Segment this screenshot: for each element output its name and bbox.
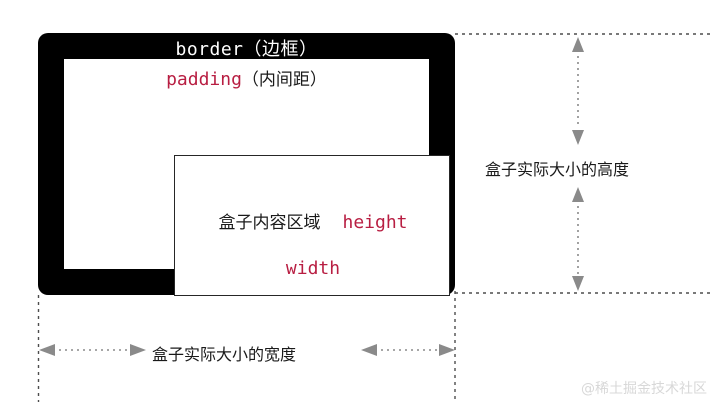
padding-region: padding（内间距） 盒子内容区域 height width xyxy=(64,59,450,296)
border-region-label: border（边框） xyxy=(175,39,318,60)
content-height-keyword: height xyxy=(342,212,408,233)
border-region: border（边框） padding（内间距） 盒子内容区域 height wid… xyxy=(38,33,455,296)
padding-keyword: padding xyxy=(166,69,242,90)
height-arrow-upper xyxy=(572,37,584,145)
content-region: 盒子内容区域 height width xyxy=(174,155,450,296)
watermark: @稀土掘金技术社区 xyxy=(581,381,707,397)
content-region-label: 盒子内容区域 xyxy=(218,213,321,233)
height-arrow-lower xyxy=(572,187,584,291)
width-dimension-label: 盒子实际大小的宽度 xyxy=(152,345,297,364)
padding-region-label: padding（内间距） xyxy=(64,65,429,90)
height-dimension-label: 盒子实际大小的高度 xyxy=(485,160,630,179)
padding-keyword-cn: （内间距） xyxy=(241,70,327,90)
width-arrow-right xyxy=(361,344,455,356)
width-arrow-left xyxy=(39,344,146,356)
content-width-keyword: width xyxy=(285,258,341,279)
content-region-row: 盒子内容区域 height xyxy=(175,208,451,233)
